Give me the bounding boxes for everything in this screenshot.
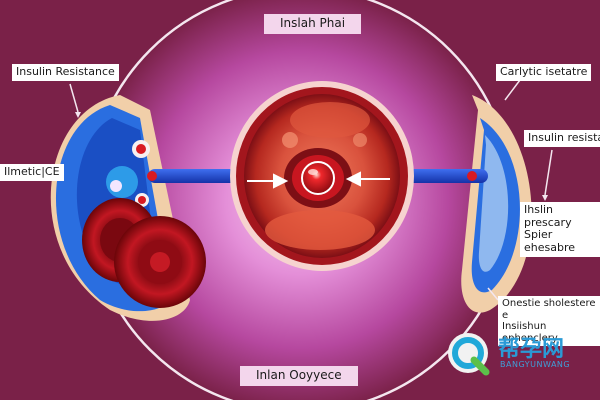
label-left-upper: Insulin Resistance <box>12 64 119 81</box>
label-bottom-right-line1: Onestie sholestere e <box>502 298 596 321</box>
label-bottom-right: Onestie sholestere e Insiishun ophencler… <box>498 296 600 346</box>
label-right-lower: Ihslin prescary Spier ehesabre <box>520 202 600 257</box>
central-cell <box>230 81 414 271</box>
label-bottom-center: Inlan Ooyyece <box>240 366 358 386</box>
watermark-sub: BANGYUNWANG <box>500 360 571 369</box>
left-vessel <box>148 169 243 183</box>
label-left-mid: Ilmetic|CE <box>0 164 64 181</box>
red-blood-cells <box>82 198 206 308</box>
watermark-brand: 帮孕网 <box>498 337 565 362</box>
label-right-mid: Insulin resistatte <box>524 130 600 147</box>
label-top-center: Inslah Phai <box>264 14 362 34</box>
callout-lines <box>69 79 553 301</box>
label-right-lower-line1: Ihslin prescary <box>524 203 572 229</box>
right-membrane <box>461 95 532 313</box>
label-right-upper: Carlytic isetatre <box>496 64 592 81</box>
right-vessel <box>393 169 488 183</box>
watermark-q-icon <box>448 333 490 376</box>
label-bottom-right-line2: Insiishun ophenclery <box>502 321 558 344</box>
arrow-right <box>345 171 390 187</box>
arrow-left <box>247 173 289 189</box>
label-right-lower-line2: Spier ehesabre <box>524 228 576 254</box>
